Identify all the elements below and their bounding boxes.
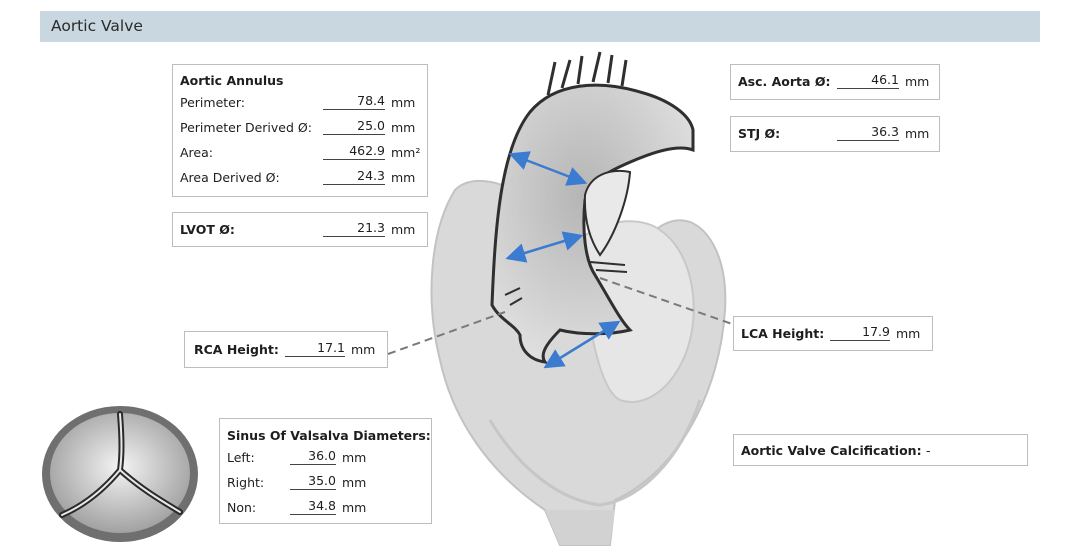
- sinus-row-left: Left: 36.0 mm: [220, 447, 431, 469]
- asc-aorta-panel: Asc. Aorta Ø: 46.1 mm: [730, 64, 940, 100]
- sinus-non-label: Non:: [227, 500, 257, 515]
- perimeter-derived-unit: mm: [391, 120, 416, 135]
- sinus-right-label: Right:: [227, 475, 265, 490]
- perimeter-value: 78.4: [323, 92, 385, 110]
- lca-unit: mm: [896, 326, 921, 341]
- sinus-left-value: 36.0: [290, 447, 336, 465]
- aortic-valve-cusp-icon: [42, 406, 198, 542]
- stj-unit: mm: [905, 126, 930, 141]
- measurement-arrows: [505, 151, 621, 369]
- rca-height-panel: RCA Height: 17.1 mm: [184, 331, 388, 368]
- stj-value: 36.3: [837, 123, 899, 141]
- lvot-label: LVOT Ø:: [180, 222, 235, 237]
- area-derived-label: Area Derived Ø:: [180, 170, 280, 185]
- area-value: 462.9: [323, 142, 385, 160]
- lvot-value: 21.3: [323, 219, 385, 237]
- area-derived-value: 24.3: [323, 167, 385, 185]
- asc-aorta-row: Asc. Aorta Ø: 46.1 mm: [731, 71, 939, 93]
- sinus-row-right: Right: 35.0 mm: [220, 472, 431, 494]
- rca-value: 17.1: [285, 339, 345, 357]
- sinus-right-unit: mm: [342, 475, 367, 490]
- calcification-row: Aortic Valve Calcification: -: [734, 440, 1027, 462]
- area-derived-unit: mm: [391, 170, 416, 185]
- annulus-row-area: Area: 462.9 mm²: [173, 142, 427, 164]
- lvot-panel: LVOT Ø: 21.3 mm: [172, 212, 428, 247]
- asc-aorta-unit: mm: [905, 74, 930, 89]
- leader-lines: [387, 277, 736, 355]
- rca-row: RCA Height: 17.1 mm: [185, 339, 387, 361]
- area-label: Area:: [180, 145, 213, 160]
- annulus-row-perimeter-derived: Perimeter Derived Ø: 25.0 mm: [173, 117, 427, 139]
- lca-row: LCA Height: 17.9 mm: [734, 323, 932, 345]
- sinus-left-unit: mm: [342, 450, 367, 465]
- sinus-left-label: Left:: [227, 450, 255, 465]
- lca-value: 17.9: [830, 323, 890, 341]
- asc-aorta-value: 46.1: [837, 71, 899, 89]
- lvot-row: LVOT Ø: 21.3 mm: [173, 219, 427, 241]
- perimeter-derived-value: 25.0: [323, 117, 385, 135]
- perimeter-unit: mm: [391, 95, 416, 110]
- annulus-row-area-derived: Area Derived Ø: 24.3 mm: [173, 167, 427, 189]
- sinus-right-value: 35.0: [290, 472, 336, 490]
- sinus-non-unit: mm: [342, 500, 367, 515]
- calcification-value: -: [926, 443, 931, 458]
- sinus-row-non: Non: 34.8 mm: [220, 497, 431, 519]
- section-header: Aortic Valve: [40, 11, 1040, 42]
- stj-row: STJ Ø: 36.3 mm: [731, 123, 939, 145]
- sinus-title: Sinus Of Valsalva Diameters:: [227, 428, 431, 443]
- asc-aorta-label: Asc. Aorta Ø:: [738, 74, 831, 89]
- aortic-annulus-panel: Aortic Annulus Perimeter: 78.4 mm Perime…: [172, 64, 428, 197]
- lca-label: LCA Height:: [741, 326, 825, 341]
- sinus-title-row: Sinus Of Valsalva Diameters:: [220, 425, 431, 447]
- sinus-non-value: 34.8: [290, 497, 336, 515]
- lca-height-panel: LCA Height: 17.9 mm: [733, 316, 933, 351]
- stj-panel: STJ Ø: 36.3 mm: [730, 116, 940, 152]
- annulus-title: Aortic Annulus: [180, 73, 284, 88]
- perimeter-label: Perimeter:: [180, 95, 245, 110]
- annulus-title-row: Aortic Annulus: [173, 70, 427, 92]
- lvot-unit: mm: [391, 222, 416, 237]
- perimeter-derived-label: Perimeter Derived Ø:: [180, 120, 312, 135]
- stj-label: STJ Ø:: [738, 126, 781, 141]
- calcification-panel: Aortic Valve Calcification: -: [733, 434, 1028, 466]
- sinus-valsalva-panel: Sinus Of Valsalva Diameters: Left: 36.0 …: [219, 418, 432, 524]
- area-unit: mm²: [391, 145, 421, 160]
- annulus-row-perimeter: Perimeter: 78.4 mm: [173, 92, 427, 114]
- rca-unit: mm: [351, 342, 376, 357]
- section-title: Aortic Valve: [51, 17, 143, 35]
- calcification-label: Aortic Valve Calcification:: [741, 443, 922, 458]
- rca-label: RCA Height:: [194, 342, 279, 357]
